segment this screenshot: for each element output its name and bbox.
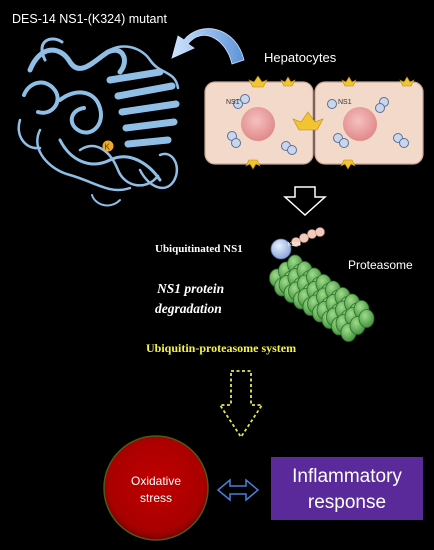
hepatocytes-label: Hepatocytes bbox=[264, 50, 337, 65]
nucleus-right bbox=[343, 107, 377, 141]
ns1-label-right: NS1 bbox=[338, 99, 352, 106]
inflammatory-response-box bbox=[271, 457, 423, 520]
inflammatory-line1: Inflammatory bbox=[292, 466, 402, 487]
nucleus-left bbox=[241, 107, 275, 141]
double-arrow bbox=[216, 478, 260, 502]
k324-label: K324 bbox=[288, 242, 301, 248]
ns1-bead bbox=[270, 238, 292, 260]
ubiquitin-proteasome-system-label: Ubiquitin-proteasome system bbox=[146, 341, 296, 355]
degradation-line2: degradation bbox=[155, 301, 222, 316]
degradation-line1: NS1 protein bbox=[156, 281, 224, 296]
k324-site-marker bbox=[102, 140, 114, 152]
protein-site-label: K bbox=[105, 143, 111, 152]
curved-arrow bbox=[171, 28, 245, 65]
inflammatory-line2: response bbox=[308, 492, 386, 513]
hepatocyte-cells: NS1 NS1 bbox=[204, 75, 424, 170]
oxidative-line1: Oxidative bbox=[131, 474, 181, 488]
proteasome-label: Proteasome bbox=[348, 258, 413, 272]
proteasome-illustration bbox=[269, 254, 375, 342]
title-text: DES-14 NS1-(K324) mutant bbox=[12, 12, 167, 26]
proteasome-subunit bbox=[358, 309, 375, 328]
ubiquitinated-ns1-label: Ubiquitinated NS1 bbox=[155, 243, 243, 255]
down-arrow bbox=[283, 186, 327, 217]
protein-structure-illustration bbox=[17, 37, 180, 207]
dashed-down-arrow bbox=[218, 370, 264, 439]
oxidative-stress-circle bbox=[103, 435, 209, 541]
ns1-label-left: NS1 bbox=[226, 99, 240, 106]
oxidative-line2: stress bbox=[140, 491, 172, 505]
ubiquitin-chain bbox=[291, 227, 325, 247]
